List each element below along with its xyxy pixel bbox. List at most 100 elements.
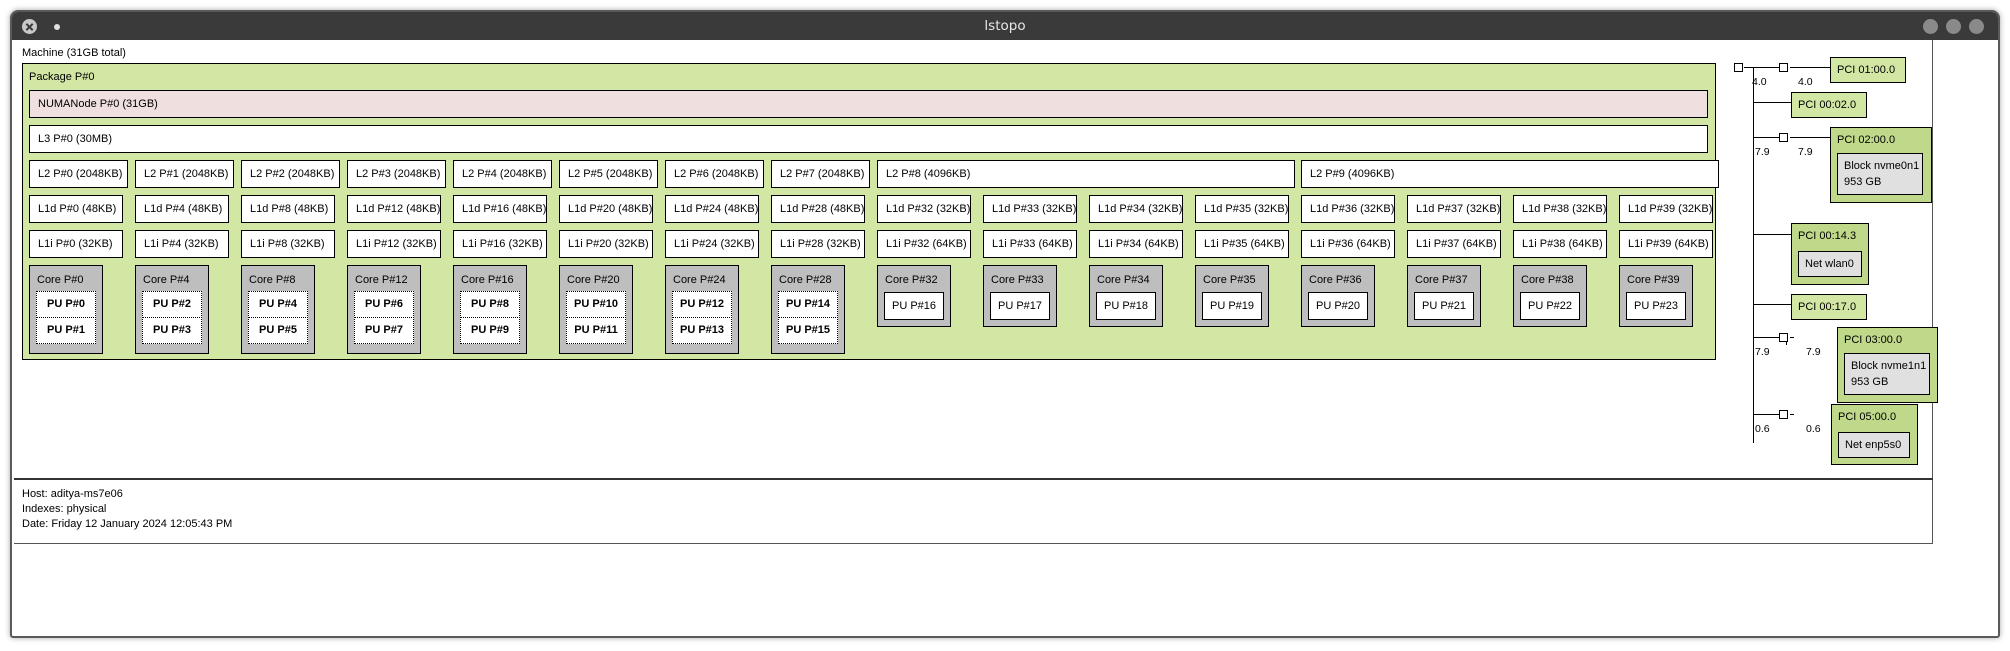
- pu-box[interactable]: PU P#2: [142, 291, 202, 318]
- l2-cache-label: L2 P#1 (2048KB): [144, 168, 229, 180]
- pu-box[interactable]: PU P#17: [990, 292, 1050, 320]
- pu-box[interactable]: PU P#14: [778, 291, 838, 318]
- pci-device-05-00[interactable]: PCI 05:00.0 Net enp5s0: [1831, 404, 1918, 465]
- pci-device-02-00[interactable]: PCI 02:00.0 Block nvme0n1 953 GB: [1830, 127, 1932, 203]
- pu-box[interactable]: PU P#9: [460, 317, 520, 344]
- pu-box[interactable]: PU P#3: [142, 317, 202, 344]
- pu-box[interactable]: PU P#22: [1520, 292, 1580, 320]
- block-device-nvme0n1[interactable]: Block nvme0n1 953 GB: [1837, 153, 1923, 195]
- l1i-cache-label: L1i P#4 (32KB): [144, 238, 219, 250]
- pu-box[interactable]: PU P#1: [36, 317, 96, 344]
- host-bridge-icon: [1734, 63, 1743, 72]
- pu-box[interactable]: PU P#21: [1414, 292, 1474, 320]
- pu-box[interactable]: PU P#18: [1096, 292, 1156, 320]
- core-label: Core P#0: [37, 274, 84, 286]
- l1d-cache-label: L1d P#28 (48KB): [780, 203, 865, 215]
- l1d-cache: L1d P#34 (32KB): [1089, 195, 1183, 223]
- close-icon[interactable]: [22, 19, 37, 34]
- l1d-cache-label: L1d P#39 (32KB): [1628, 203, 1713, 215]
- pu-box[interactable]: PU P#23: [1626, 292, 1686, 320]
- l1d-cache-label: L1d P#36 (32KB): [1310, 203, 1395, 215]
- pu-box[interactable]: PU P#20: [1308, 292, 1368, 320]
- l1i-cache: L1i P#34 (64KB): [1089, 230, 1183, 258]
- window-close-button[interactable]: [1969, 19, 1984, 34]
- bandwidth-label: 0.6: [1755, 423, 1770, 435]
- l1i-cache: L1i P#38 (64KB): [1513, 230, 1607, 258]
- net-enp5s0[interactable]: Net enp5s0: [1838, 432, 1910, 458]
- pu-box[interactable]: PU P#16: [884, 292, 944, 320]
- pci-device-00-02[interactable]: PCI 00:02.0: [1791, 92, 1867, 118]
- l1d-cache-label: L1d P#24 (48KB): [674, 203, 759, 215]
- l2-cache: L2 P#9 (4096KB): [1301, 160, 1719, 188]
- l1i-cache-label: L1i P#39 (64KB): [1628, 238, 1709, 250]
- bandwidth-label: 4.0: [1798, 76, 1813, 88]
- legend-date: Date: Friday 12 January 2024 12:05:43 PM: [22, 518, 233, 530]
- pu-box[interactable]: PU P#19: [1202, 292, 1262, 320]
- l1i-cache: L1i P#39 (64KB): [1619, 230, 1713, 258]
- pu-box[interactable]: PU P#5: [248, 317, 308, 344]
- l1i-cache: L1i P#0 (32KB): [29, 230, 123, 258]
- pu-box[interactable]: PU P#12: [672, 291, 732, 318]
- minimize-icon[interactable]: [1923, 19, 1938, 34]
- l1i-cache-label: L1i P#12 (32KB): [356, 238, 437, 250]
- l3-cache: L3 P#0 (30MB): [29, 125, 1708, 153]
- l1i-cache: L1i P#20 (32KB): [559, 230, 653, 258]
- window-menu-icon[interactable]: [54, 24, 60, 30]
- core-label: Core P#24: [673, 274, 726, 286]
- l1d-cache: L1d P#8 (48KB): [241, 195, 335, 223]
- pu-box[interactable]: PU P#13: [672, 317, 732, 344]
- pci-device-00-17[interactable]: PCI 00:17.0: [1791, 294, 1867, 320]
- pu-box[interactable]: PU P#4: [248, 291, 308, 318]
- l1i-cache-label: L1i P#24 (32KB): [674, 238, 755, 250]
- pci-link: [1753, 137, 1782, 138]
- block-device-nvme1n1[interactable]: Block nvme1n1 953 GB: [1844, 353, 1930, 395]
- pci-link: [1790, 337, 1794, 338]
- pu-box[interactable]: PU P#11: [566, 317, 626, 344]
- core-box[interactable]: Core P#38 PU P#22: [1513, 265, 1587, 327]
- l1d-cache: L1d P#20 (48KB): [559, 195, 653, 223]
- package-box: Package P#0 NUMANode P#0 (31GB) L3 P#0 (…: [22, 63, 1719, 360]
- maximize-icon[interactable]: [1946, 19, 1961, 34]
- l1d-cache: L1d P#36 (32KB): [1301, 195, 1395, 223]
- pu-box[interactable]: PU P#8: [460, 291, 520, 318]
- net-name: Net wlan0: [1805, 258, 1854, 270]
- l1i-cache-label: L1i P#37 (64KB): [1416, 238, 1497, 250]
- core-label: Core P#38: [1521, 274, 1574, 286]
- pu-box[interactable]: PU P#0: [36, 291, 96, 318]
- pci-device-00-14-3[interactable]: PCI 00:14.3 Net wlan0: [1791, 223, 1869, 285]
- l1d-cache-label: L1d P#35 (32KB): [1204, 203, 1289, 215]
- l2-cache-label: L2 P#5 (2048KB): [568, 168, 653, 180]
- pu-box[interactable]: PU P#6: [354, 291, 414, 318]
- pci-label: PCI 05:00.0: [1838, 411, 1897, 423]
- block-name: Block nvme0n1: [1844, 160, 1920, 172]
- pu-box[interactable]: PU P#10: [566, 291, 626, 318]
- l1d-cache-label: L1d P#4 (48KB): [144, 203, 223, 215]
- l2-cache: L2 P#5 (2048KB): [559, 160, 658, 188]
- pu-box[interactable]: PU P#7: [354, 317, 414, 344]
- core-label: Core P#16: [461, 274, 514, 286]
- pci-device-03-00[interactable]: PCI 03:00.0 Block nvme1n1 953 GB: [1837, 327, 1938, 403]
- core-box[interactable]: Core P#33 PU P#17: [983, 265, 1057, 327]
- titlebar: lstopo: [12, 12, 1998, 40]
- l1d-cache: L1d P#16 (48KB): [453, 195, 547, 223]
- pu-box[interactable]: PU P#15: [778, 317, 838, 344]
- pci-device-01-00[interactable]: PCI 01:00.0: [1830, 57, 1906, 83]
- l2-cache-label: L2 P#4 (2048KB): [462, 168, 547, 180]
- net-wlan0[interactable]: Net wlan0: [1798, 251, 1862, 277]
- pci-link: [1744, 67, 1781, 68]
- core-label: Core P#33: [991, 274, 1044, 286]
